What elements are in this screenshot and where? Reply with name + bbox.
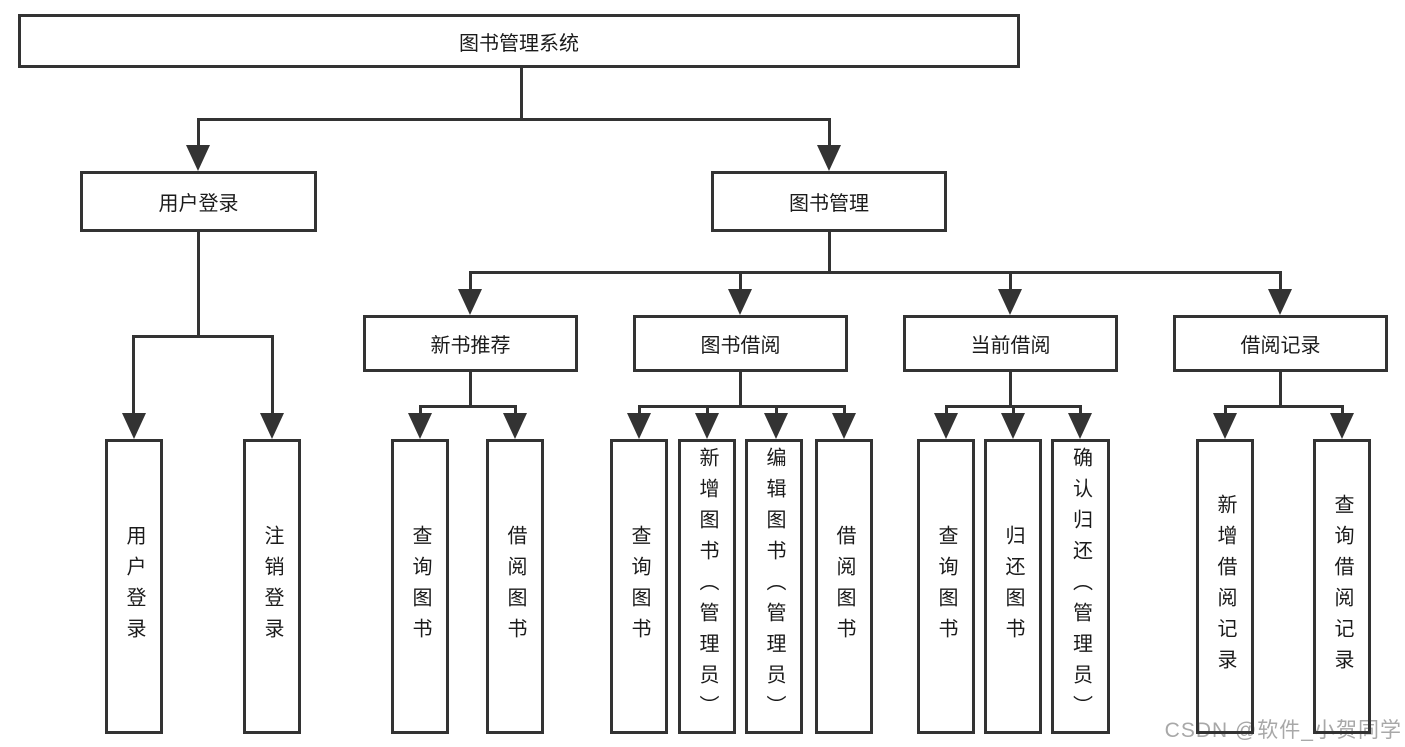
connector-line [419, 405, 517, 408]
connector-line [271, 335, 274, 415]
leaf-records-query-record: 查询借阅记录 [1313, 439, 1371, 734]
arrow-down-icon [186, 145, 210, 171]
connector-line [739, 271, 742, 293]
leaf-borrowing-add-books-admin: 新增图书（管理员） [678, 439, 736, 734]
arrow-down-icon [122, 413, 146, 439]
connector-line [1079, 405, 1082, 417]
arrow-down-icon [408, 413, 432, 439]
connector-line [1279, 372, 1282, 407]
node-book-management: 图书管理 [711, 171, 947, 232]
arrow-down-icon [458, 289, 482, 315]
leaf-borrowing-edit-books-admin: 编辑图书（管理员） [745, 439, 803, 734]
connector-line [1341, 405, 1344, 417]
arrow-down-icon [728, 289, 752, 315]
connector-line [197, 118, 200, 148]
node-book-borrowing: 图书借阅 [633, 315, 848, 372]
arrow-down-icon [832, 413, 856, 439]
connector-line [132, 335, 135, 415]
arrow-down-icon [1213, 413, 1237, 439]
arrow-down-icon [1268, 289, 1292, 315]
connector-line [197, 118, 831, 121]
arrow-down-icon [695, 413, 719, 439]
arrow-down-icon [998, 289, 1022, 315]
connector-line [739, 372, 742, 407]
arrow-down-icon [503, 413, 527, 439]
connector-line [638, 405, 641, 417]
connector-line [1012, 405, 1015, 417]
node-borrowing-records: 借阅记录 [1173, 315, 1388, 372]
connector-line [1224, 405, 1344, 408]
connector-line [419, 405, 422, 417]
arrow-down-icon [934, 413, 958, 439]
connector-line [1009, 271, 1012, 293]
connector-line [1224, 405, 1227, 417]
node-library-system: 图书管理系统 [18, 14, 1020, 68]
connector-line [945, 405, 948, 417]
connector-line [469, 271, 1282, 274]
connector-line [469, 372, 472, 407]
leaf-borrowing-query-books: 查询图书 [610, 439, 668, 734]
connector-line [1009, 372, 1012, 407]
leaf-borrowing-borrow-books: 借阅图书 [815, 439, 873, 734]
connector-line [828, 232, 831, 273]
connector-line [843, 405, 846, 417]
arrow-down-icon [1001, 413, 1025, 439]
connector-line [520, 68, 523, 121]
connector-line [638, 405, 846, 408]
connector-line [828, 118, 831, 148]
arrow-down-icon [1068, 413, 1092, 439]
watermark: CSDN @软件_小贺同学 [1164, 719, 1402, 742]
node-new-book-recommend: 新书推荐 [363, 315, 578, 372]
arrow-down-icon [627, 413, 651, 439]
connector-line [775, 405, 778, 417]
connector-line [514, 405, 517, 417]
arrow-down-icon [260, 413, 284, 439]
leaf-logout: 注销登录 [243, 439, 301, 734]
arrow-down-icon [817, 145, 841, 171]
leaf-user-login: 用户登录 [105, 439, 163, 734]
node-current-borrowing: 当前借阅 [903, 315, 1118, 372]
connector-line [132, 335, 274, 338]
arrow-down-icon [764, 413, 788, 439]
node-user-login: 用户登录 [80, 171, 317, 232]
connector-line [1279, 271, 1282, 293]
leaf-current-confirm-return-admin: 确认归还（管理员） [1051, 439, 1110, 734]
leaf-records-add-record: 新增借阅记录 [1196, 439, 1254, 734]
leaf-recommend-borrow-books: 借阅图书 [486, 439, 544, 734]
leaf-current-query-books: 查询图书 [917, 439, 975, 734]
connector-line [469, 271, 472, 293]
leaf-current-return-books: 归还图书 [984, 439, 1042, 734]
leaf-recommend-query-books: 查询图书 [391, 439, 449, 734]
arrow-down-icon [1330, 413, 1354, 439]
connector-line [197, 232, 200, 337]
connector-line [706, 405, 709, 417]
